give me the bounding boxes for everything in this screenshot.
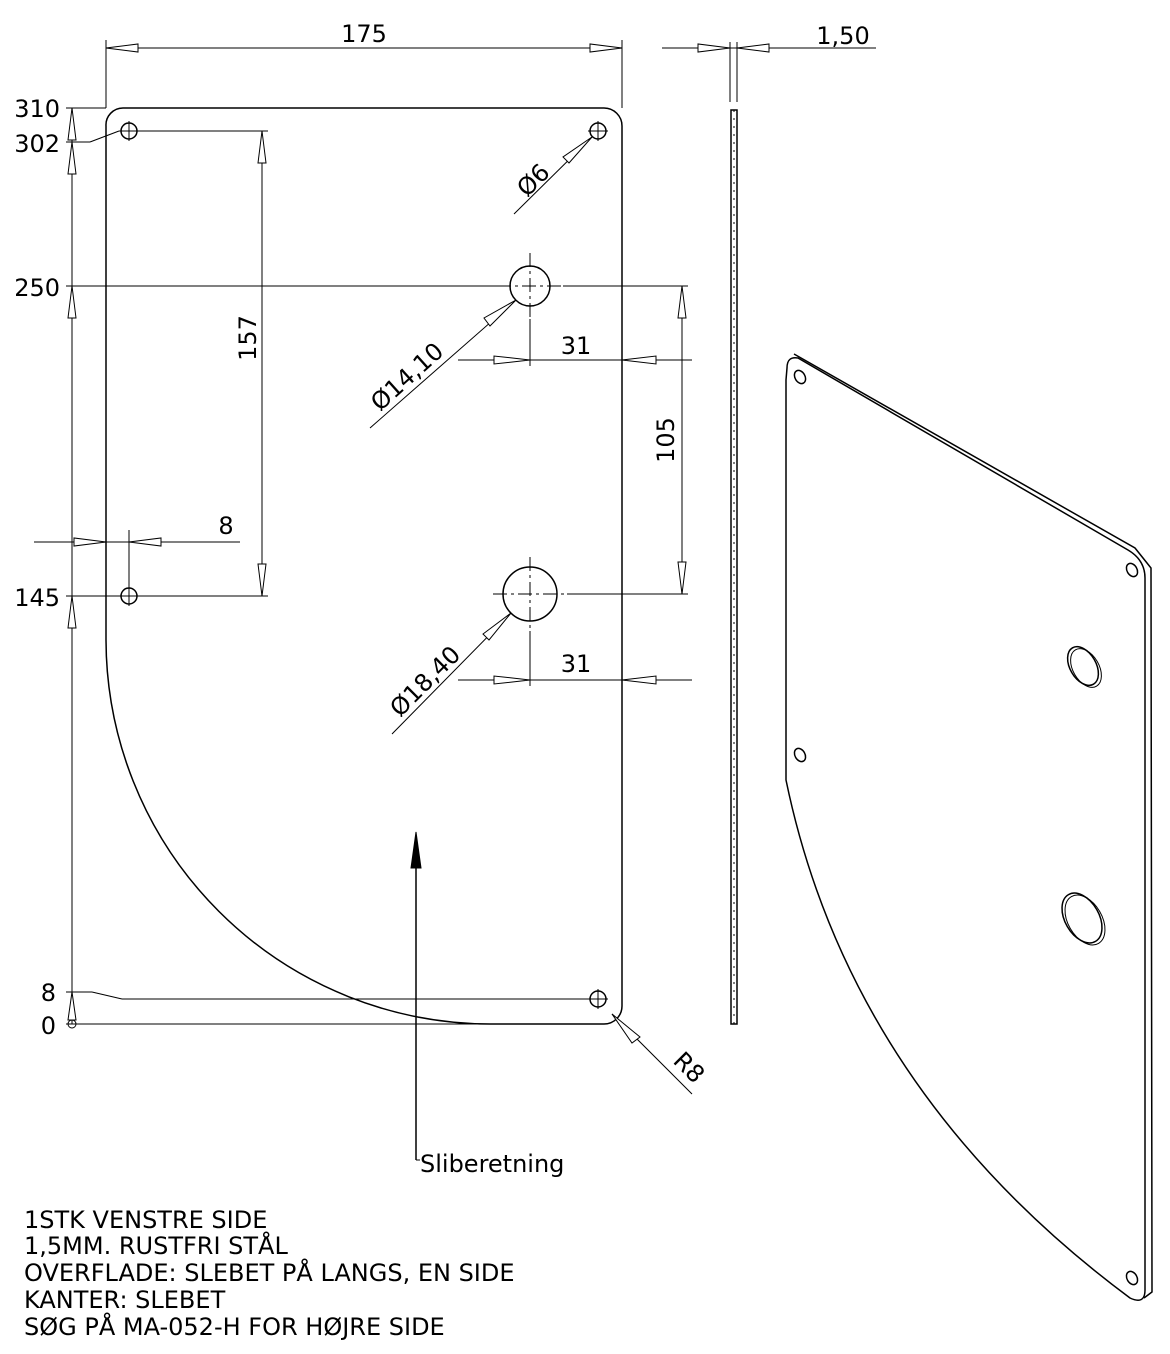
ordinate-8: 8 [41, 979, 56, 1007]
note-line-5: SØG PÅ MA-052-H FOR HØJRE SIDE [24, 1312, 445, 1341]
corner-radius-label: R8 [668, 1046, 710, 1088]
hole-top-left [119, 121, 139, 141]
dimension-edge-8-label: 8 [218, 512, 233, 540]
notes-block: 1STK VENSTRE SIDE 1,5MM. RUSTFRI STÅL OV… [24, 1206, 515, 1341]
isometric-view [785, 353, 1153, 1301]
hole-bottom-right [588, 989, 608, 1009]
note-line-1: 1STK VENSTRE SIDE [24, 1206, 267, 1234]
ordinate-0: 0 [41, 1012, 56, 1040]
side-view [730, 109, 738, 1025]
dimension-157: 157 [139, 130, 268, 597]
dimension-105-label: 105 [652, 417, 680, 463]
leader-medium-hole: Ø14,10 [365, 299, 517, 429]
large-hole-dia-label: Ø18,40 [384, 640, 466, 722]
grinding-direction: Sliberetning [410, 831, 564, 1178]
leader-small-hole: Ø6 [511, 136, 593, 215]
ordinate-145: 145 [14, 584, 60, 612]
dimension-edge-8: 8 [34, 512, 240, 586]
dimension-31-bottom-label: 31 [561, 650, 592, 678]
dimension-width-label: 175 [341, 20, 387, 48]
grinding-direction-label: Sliberetning [420, 1150, 564, 1178]
dimension-31-bottom: 31 [458, 631, 692, 686]
leader-large-hole: Ø18,40 [384, 612, 512, 735]
ordinate-302: 302 [14, 130, 60, 158]
dimension-31-top: 31 [458, 319, 692, 366]
note-line-4: KANTER: SLEBET [24, 1286, 226, 1314]
ordinate-dimensions: 310 302 250 145 8 0 [14, 95, 588, 1040]
hole-large [493, 557, 567, 631]
dimension-thickness-label: 1,50 [816, 22, 869, 50]
dimension-157-label: 157 [234, 315, 262, 361]
medium-hole-dia-label: Ø14,10 [365, 337, 449, 416]
hole-top-right [588, 121, 608, 141]
dimension-105: 105 [563, 285, 688, 595]
hole-mid-left [119, 586, 139, 606]
ordinate-310: 310 [14, 95, 60, 123]
leader-corner-radius: R8 [611, 1013, 710, 1095]
dimension-thickness: 1,50 [662, 22, 876, 102]
dimension-width: 175 [105, 20, 623, 108]
note-line-3: OVERFLADE: SLEBET PÅ LANGS, EN SIDE [24, 1258, 515, 1287]
plate-outline [105, 107, 623, 1025]
hole-medium [497, 253, 563, 319]
dimension-31-top-label: 31 [561, 332, 592, 360]
small-hole-dia-label: Ø6 [511, 158, 555, 202]
note-line-2: 1,5MM. RUSTFRI STÅL [24, 1231, 288, 1260]
ordinate-250: 250 [14, 274, 60, 302]
